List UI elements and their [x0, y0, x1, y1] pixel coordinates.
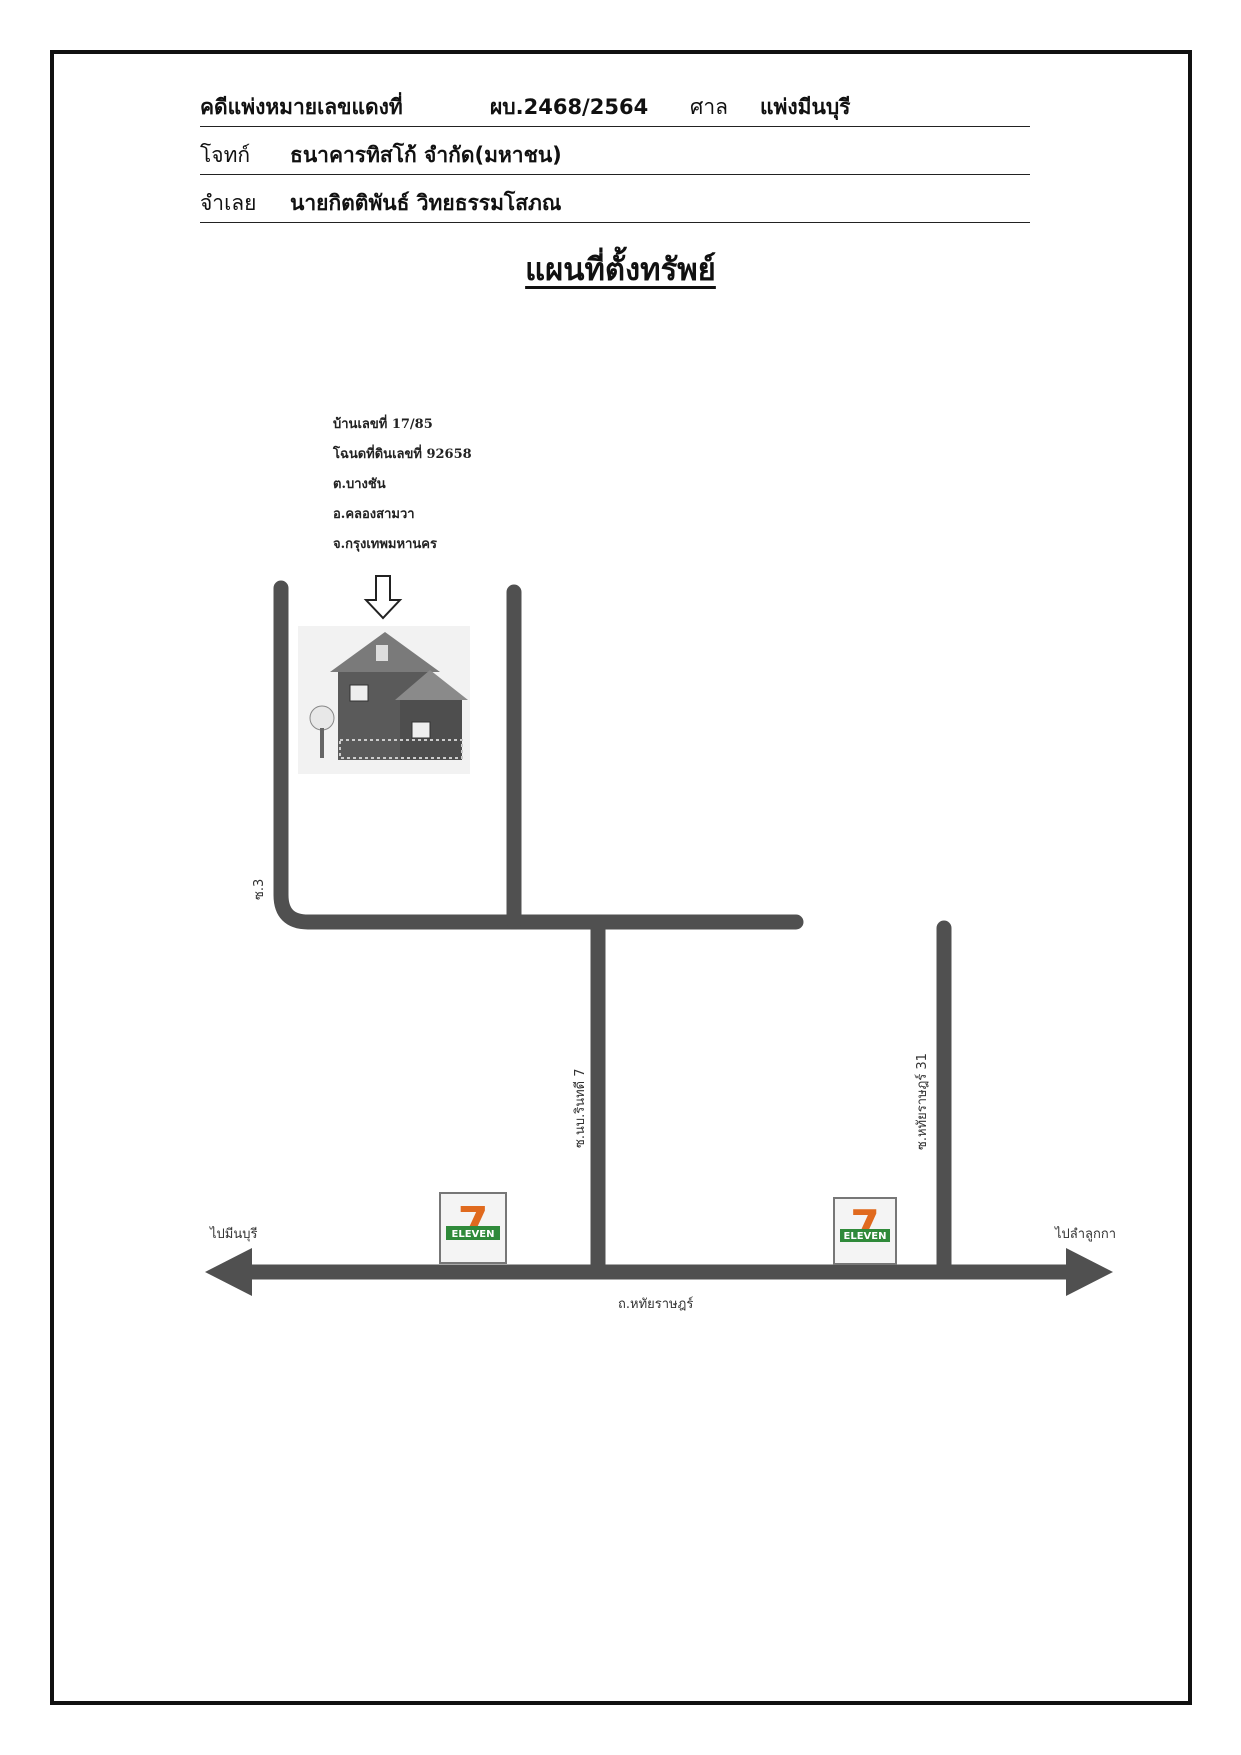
page-border: [50, 50, 1192, 1705]
label-soi-7: ซ.นบ.รินทดี 7: [572, 1068, 588, 1148]
label-main-road: ถ.หทัยราษฎร์: [618, 1296, 693, 1312]
store-icon-right: 7 ELEVEN: [833, 1197, 897, 1265]
map-title: แผนที่ตั้งทรัพย์: [525, 252, 716, 288]
road-network: [220, 580, 1090, 1280]
plaintiff-row: โจทก์ ธนาคารทิสโก้ จำกัด(มหาชน): [200, 140, 1030, 175]
store-left-number: 7: [458, 1198, 489, 1249]
property-district: อ.คลองสามวา: [333, 507, 415, 522]
case-number-value: ผบ.2468/2564: [490, 95, 649, 119]
plaintiff-label: โจทก์: [200, 143, 251, 167]
property-house-no: บ้านเลขที่ 17/85: [333, 414, 433, 432]
property-deed-no: โฉนดที่ดินเลขที่ 92658: [332, 444, 472, 462]
map-title-wrap: แผนที่ตั้งทรัพย์: [0, 244, 1241, 294]
label-to-left: ไปมีนบุรี: [209, 1226, 257, 1242]
store-left-name: ELEVEN: [452, 1229, 495, 1240]
label-soi-31: ซ.หทัยราษฎร์ 31: [914, 1053, 930, 1150]
label-to-right: ไปลำลูกกา: [1054, 1226, 1116, 1242]
property-province: จ.กรุงเทพมหานคร: [333, 537, 437, 552]
left-arrow-icon: [205, 1248, 252, 1296]
plaintiff-name: ธนาคารทิสโก้ จำกัด(มหาชน): [290, 143, 562, 167]
property-subdistrict: ต.บางชัน: [333, 477, 386, 492]
down-arrow-icon: [363, 575, 403, 620]
case-number-row: คดีแพ่งหมายเลขแดงที่ ผบ.2468/2564 ศาล แพ…: [200, 92, 1030, 127]
court-name: แพ่งมีนบุรี: [760, 95, 851, 119]
store-right-number: 7: [850, 1201, 879, 1250]
house-icon: [298, 626, 470, 774]
store-icon-left: 7 ELEVEN: [439, 1192, 507, 1264]
label-soi-3: ซ.3: [252, 879, 267, 900]
store-right-name: ELEVEN: [844, 1231, 887, 1242]
right-arrow-icon: [1066, 1248, 1113, 1296]
court-label: ศาล: [690, 95, 728, 119]
road-soi-3: [273, 580, 804, 930]
case-number-label: คดีแพ่งหมายเลขแดงที่: [200, 95, 403, 119]
defendant-row: จำเลย นายกิตติพันธ์ วิทยธรรมโสภณ: [200, 188, 1030, 223]
defendant-label: จำเลย: [200, 191, 257, 215]
defendant-name: นายกิตติพันธ์ วิทยธรรมโสภณ: [290, 191, 562, 215]
